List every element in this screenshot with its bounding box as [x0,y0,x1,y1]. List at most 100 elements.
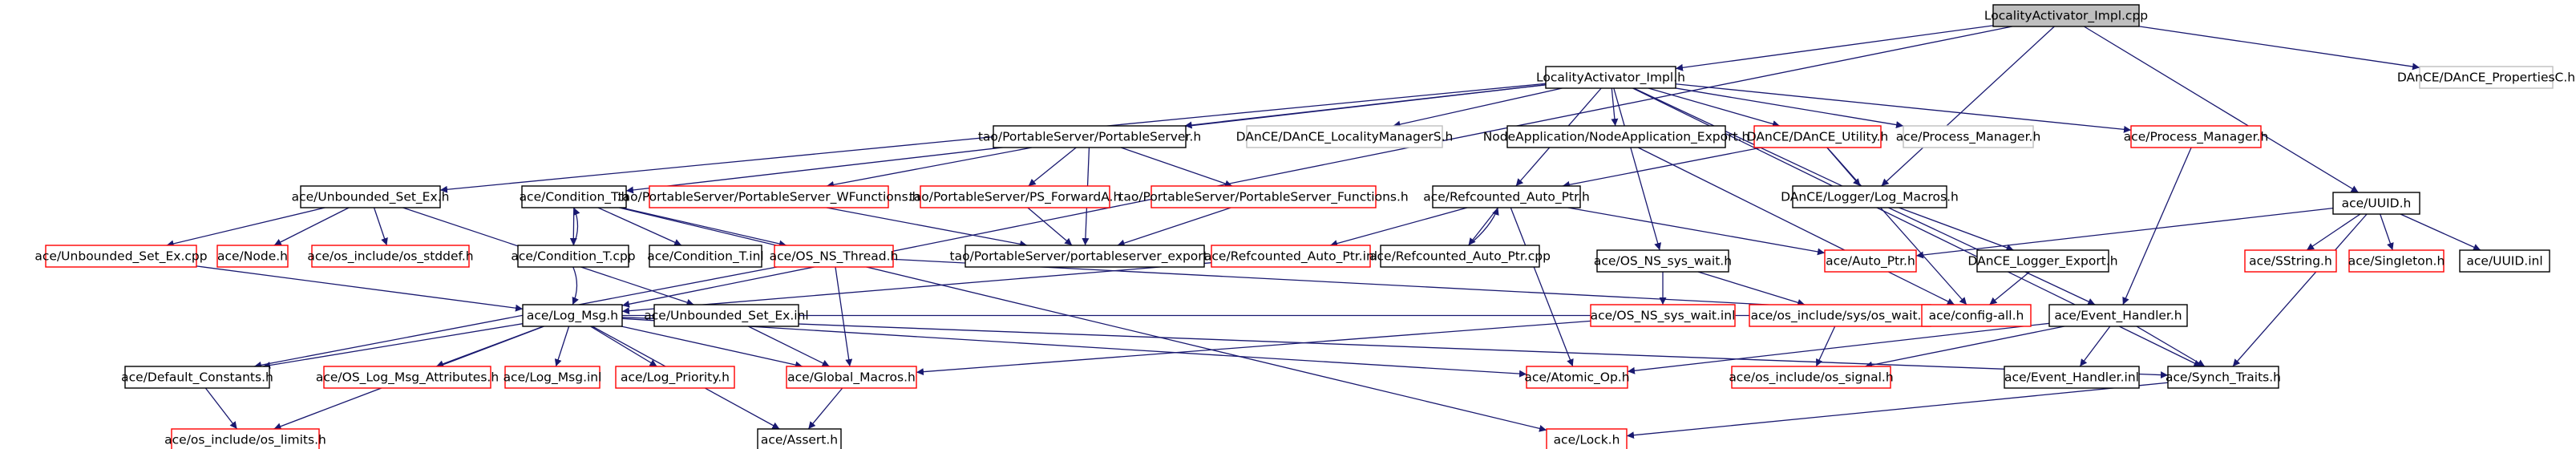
node-root: LocalityActivator_Impl.cpp [1984,4,2148,27]
node-label: DAnCE/DAnCE_LocalityManagerS.h [1236,130,1454,145]
node-label: ace/Default_Constants.h [121,370,273,386]
node-uuid[interactable]: ace/UUID.h [2332,192,2420,215]
node-proc-mgr-g[interactable]: ace/Process_Manager.h [1896,125,2041,148]
node-box [504,366,601,389]
node-box [774,245,894,268]
node-auto-ptr[interactable]: ace/Auto_Ptr.h [1824,249,1917,273]
node-box [2167,366,2279,389]
node-box [517,245,629,268]
edge-impl_h-to-dance_lm [1393,87,1563,128]
edge-log_macros-to-logger_export [1899,207,2014,252]
node-log-macros[interactable]: DAnCE/Logger/Log_Macros.h [1781,185,1959,208]
edge-unb_set_ex-to-stddef [373,207,388,246]
edge-ps_wfunc-to-ps_export [826,207,1028,248]
edge-log_msg-to-synch_traits [621,317,2169,379]
node-box [1903,125,2034,148]
node-box [124,366,270,389]
node-refc-cpp[interactable]: ace/Refcounted_Auto_Ptr.cpp [1369,245,1551,268]
node-label: ace/OS_NS_sys_wait.h [1594,254,1732,269]
node-eh-inl[interactable]: ace/Event_Handler.inl [2004,366,2140,389]
node-os-sys-wait[interactable]: ace/OS_NS_sys_wait.h [1594,249,1732,273]
node-box [1753,125,1882,148]
node-label: ace/UUID.h [2342,196,2412,211]
node-stddef[interactable]: ace/os_include/os_stddef.h [307,245,474,268]
node-os-inc-wait[interactable]: ace/os_include/sys/os_wait.h [1749,304,1931,327]
node-lock-h[interactable]: ace/Lock.h [1546,428,1628,449]
node-label: ace/os_include/os_stddef.h [307,249,473,265]
node-global-macros[interactable]: ace/Global_Macros.h [786,366,917,389]
node-sstring[interactable]: ace/SString.h [2244,249,2337,273]
node-dance-lm[interactable]: DAnCE/DAnCE_LocalityManagerS.h [1236,125,1454,148]
node-box [649,185,889,208]
edge-uuid-to-uuid_inl [2400,213,2481,251]
node-default-const[interactable]: ace/Default_Constants.h [121,366,273,389]
edge-logger_export-to-config_all [1989,271,2030,305]
node-label: ace/Condition_T.inl [647,249,764,265]
node-unb-set-cpp[interactable]: ace/Unbounded_Set_Ex.cpp [34,245,208,268]
node-ps-func[interactable]: tao/PortableServer/PortableServer_Functi… [1118,185,1409,208]
edge-cond_cpp-to-cond_t [572,207,580,246]
node-label: ace/Refcounted_Auto_Ptr.inl [1204,249,1377,265]
node-propsC[interactable]: DAnCE/DAnCE_PropertiesC.h [2397,66,2575,89]
node-config-all[interactable]: ace/config-all.h [1921,304,2032,327]
node-log-msg-inl[interactable]: ace/Log_Msg.inl [503,366,602,389]
node-label: ace/Process_Manager.h [2124,130,2269,145]
node-os-log-attr[interactable]: ace/OS_Log_Msg_Attributes.h [316,366,499,389]
edge-impl_h-to-nodeapp [1611,87,1619,127]
node-label: DAnCE/Logger/Log_Macros.h [1781,190,1959,205]
node-box [1380,245,1540,268]
node-label: ace/Refcounted_Auto_Ptr.h [1423,190,1590,205]
node-cond-t[interactable]: ace/Condition_T.h [520,185,629,208]
node-label: ace/SString.h [2249,254,2332,269]
edge-global_macros-to-assert_h [807,387,843,430]
edge-log_msg-to-log_priority [590,326,657,367]
node-label: ace/Atomic_Op.h [1524,370,1629,386]
node-box [216,245,289,268]
node-os-sys-wait-inl[interactable]: ace/OS_NS_sys_wait.inl [1590,304,1736,327]
node-log-priority[interactable]: ace/Log_Priority.h [615,366,735,389]
node-synch-traits[interactable]: ace/Synch_Traits.h [2166,366,2281,389]
node-tao-ps[interactable]: tao/PortableServer/PortableServer.h [978,125,1201,148]
node-os-thread[interactable]: ace/OS_NS_Thread.h [770,245,899,268]
node-ps-fwd[interactable]: tao/PortableServer/PS_ForwardA.h [909,185,1122,208]
node-atomic-op[interactable]: ace/Atomic_Op.h [1524,366,1630,389]
node-cond-cpp[interactable]: ace/Condition_T.cpp [511,245,636,268]
node-box [786,366,917,389]
node-cond-inl[interactable]: ace/Condition_T.inl [647,245,764,268]
node-box [1590,304,1736,327]
node-box [2130,125,2262,148]
node-assert-h[interactable]: ace/Assert.h [757,428,842,449]
edge-ps_func-to-ps_export [1117,207,1231,247]
node-dance-util[interactable]: DAnCE/DAnCE_Utility.h [1747,125,1889,148]
edge-cond_cpp-to-log_msg [572,266,579,305]
node-box [1596,249,1729,273]
node-ps-wfunc[interactable]: tao/PortableServer/PortableServer_WFunct… [618,185,920,208]
node-os-limits[interactable]: ace/os_include/os_limits.h [164,428,326,449]
node-label: ace/Unbounded_Set_Ex.h [292,190,450,205]
node-unb-set-inl[interactable]: ace/Unbounded_Set_Ex.inl [644,304,809,327]
node-box [1211,245,1371,268]
edge-os_thread-to-default_const [253,266,778,369]
node-proc-mgr-r[interactable]: ace/Process_Manager.h [2124,125,2269,148]
node-event-handler[interactable]: ace/Event_Handler.h [2048,304,2188,327]
node-uuid-inl[interactable]: ace/UUID.inl [2459,249,2550,273]
node-refc-ptr[interactable]: ace/Refcounted_Auto_Ptr.h [1423,185,1590,208]
node-label: ace/Unbounded_Set_Ex.inl [644,309,808,324]
node-ps-export[interactable]: tao/PortableServer/portableserver_export… [950,245,1220,268]
node-box [2459,249,2550,273]
node-node-h[interactable]: ace/Node.h [216,245,289,268]
node-log-msg[interactable]: ace/Log_Msg.h [522,304,623,327]
node-singleton[interactable]: ace/Singleton.h [2348,249,2445,273]
edge-uuid-to-sstring [2306,213,2361,251]
node-label: NodeApplication/NodeApplication_Export.h [1483,130,1750,145]
node-label: ace/OS_Log_Msg_Attributes.h [316,370,499,386]
node-box [2348,249,2445,273]
node-logger-export[interactable]: DAnCE_Logger_Export.h [1967,249,2118,273]
node-box [2332,192,2420,215]
node-refc-inl[interactable]: ace/Refcounted_Auto_Ptr.inl [1204,245,1377,268]
node-nodeapp[interactable]: NodeApplication/NodeApplication_Export.h [1483,125,1750,148]
node-label: ace/Lock.h [1554,433,1620,447]
node-unb-set-ex[interactable]: ace/Unbounded_Set_Ex.h [292,185,450,208]
node-impl-h[interactable]: LocalityActivator_Impl.h [1536,66,1685,89]
node-os-signal[interactable]: ace/os_include/os_signal.h [1729,366,1894,389]
